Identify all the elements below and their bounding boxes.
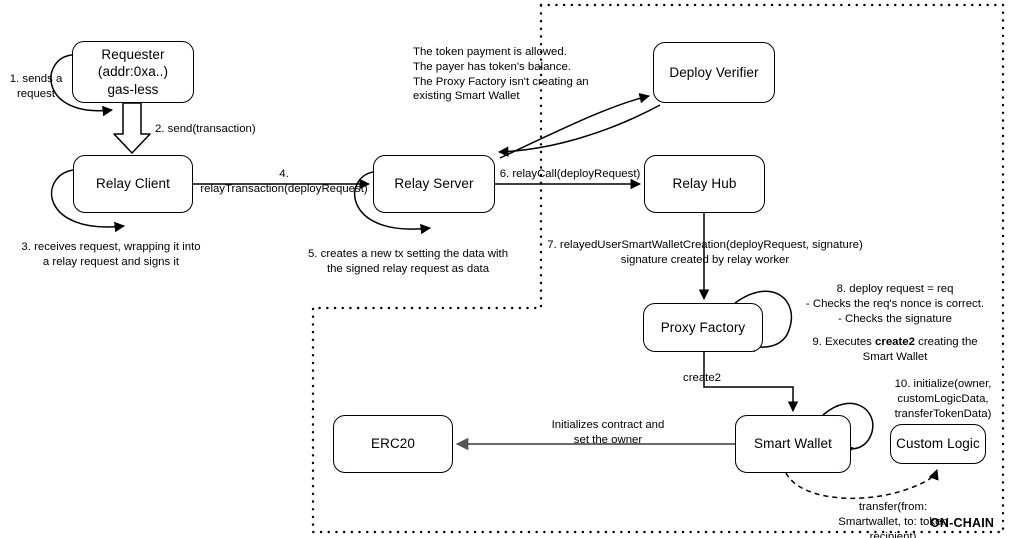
edge-label-step-5: 5. creates a new tx setting the data wit… — [307, 248, 509, 275]
edge-label-step-3: 3. receives request, wrapping it into a … — [21, 241, 201, 268]
edge-label-step-2: 2. send(transaction) — [155, 123, 256, 135]
node-relay-client-label: Relay Client — [96, 176, 170, 192]
node-relay-hub[interactable]: Relay Hub — [644, 155, 765, 213]
node-relay-server-label: Relay Server — [394, 176, 474, 192]
node-custom-logic[interactable]: Custom Logic — [890, 424, 986, 464]
node-relay-client[interactable]: Relay Client — [73, 155, 193, 213]
edge-label-step-1: 1. sends a request — [9, 73, 63, 100]
node-proxy-factory[interactable]: Proxy Factory — [643, 303, 763, 352]
edge-label-step-9-text: 9. Executes — [812, 335, 876, 348]
edge-label-step-9: 9. Executes create2 creating the Smart W… — [790, 320, 1000, 364]
node-smart-wallet-label: Smart Wallet — [754, 436, 832, 452]
on-chain-boundary — [311, 3, 1005, 534]
edge-label-step-9-tail: creating the Smart Wallet — [862, 335, 978, 363]
edge-label-step-4: 4. relayTransaction(deployRequest) — [200, 168, 368, 195]
node-smart-wallet[interactable]: Smart Wallet — [735, 415, 851, 473]
edge-label-step-10: create2 — [683, 372, 721, 384]
edge-proxy-factory-self — [734, 290, 793, 353]
edge-label-step-9-create2: create2 — [875, 335, 915, 348]
node-erc20-label: ERC20 — [370, 436, 416, 452]
edge-requester-self — [50, 54, 114, 117]
edge-label-transfer: Initializes contract and set the owner — [551, 419, 665, 446]
edge-smart-wallet-self — [822, 402, 874, 456]
node-erc20[interactable]: ERC20 — [333, 415, 453, 473]
node-deploy-verifier[interactable]: Deploy Verifier — [653, 42, 775, 103]
node-requester-label: Requester (addr:0xa..) gas-less — [97, 47, 169, 97]
edge-smart-wallet-to-custom-logic — [785, 469, 939, 500]
edge-label-step-8: 8. deploy request = req - Checks the req… — [805, 283, 985, 325]
node-relay-hub-label: Relay Hub — [672, 176, 737, 192]
edge-relay-server-to-deploy-verifier — [499, 93, 651, 159]
edge-label-step-7: 7. relayedUserSmartWalletCreation(deploy… — [547, 239, 863, 266]
node-requester[interactable]: Requester (addr:0xa..) gas-less — [72, 41, 194, 103]
edge-requester-to-relay-client — [113, 102, 151, 154]
annotation-executes-if-there-is: transfer(from: Smartwallet, to: token re… — [838, 501, 948, 538]
edge-relay-client-self — [50, 169, 126, 233]
annotation-deploy-verifier-conditions: The token payment is allowed. The payer … — [413, 46, 589, 103]
on-chain-boundary-label: ON-CHAIN — [930, 516, 995, 530]
edge-relay-server-self — [353, 171, 432, 235]
node-custom-logic-label: Custom Logic — [896, 436, 980, 452]
node-relay-server[interactable]: Relay Server — [373, 155, 495, 213]
node-deploy-verifier-label: Deploy Verifier — [669, 64, 759, 80]
node-proxy-factory-label: Proxy Factory — [660, 319, 746, 335]
annotation-initializes-contract: 10. initialize(owner, customLogicData, t… — [894, 378, 992, 420]
edge-label-step-6: 6. relayCall(deployRequest) — [499, 168, 641, 180]
edge-deploy-verifier-to-relay-server — [497, 104, 661, 157]
edge-proxy-factory-to-smart-wallet — [703, 352, 799, 413]
